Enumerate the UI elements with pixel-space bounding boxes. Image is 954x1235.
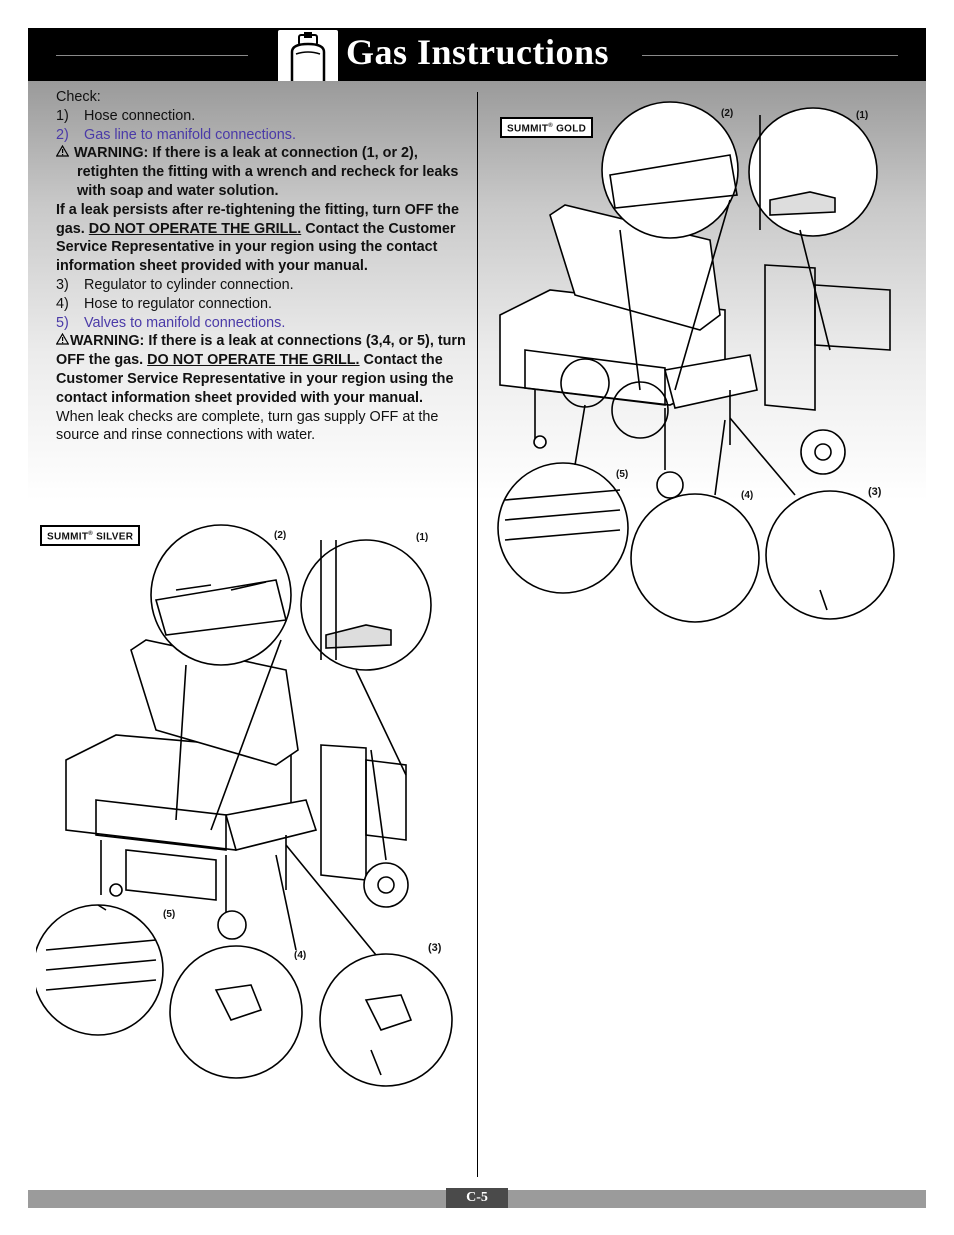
- contact-representative-text: Contact the Customer Service Representat…: [56, 352, 454, 406]
- callout-3: (3): [428, 942, 442, 954]
- warning-1-first-line: WARNING: If there is a leak at connectio…: [74, 145, 418, 162]
- steps-list-a: 1) Hose connection. 2) Gas line to manif…: [56, 107, 471, 145]
- leak-persists-text: If a leak persists after re-tightening t…: [56, 201, 459, 237]
- callout-5: (5): [163, 909, 176, 920]
- warning-2-text: WARNING: If there is a leak at connectio…: [56, 333, 466, 369]
- column-divider: [477, 92, 478, 1177]
- contact-representative-text: Contact the Customer Service Representat…: [56, 220, 456, 275]
- step-text: Hose to regulator connection.: [84, 295, 272, 312]
- header-rule-left: [56, 55, 248, 56]
- page-number: C-5: [446, 1188, 508, 1208]
- step-item-5: 5) Valves to manifold connections.: [56, 314, 471, 333]
- callout-2: (2): [274, 530, 287, 541]
- callout-2: (2): [721, 108, 734, 119]
- warning-1: WARNING: If there is a leak at connectio…: [55, 144, 471, 163]
- step-item-3: 3) Regulator to cylinder connection.: [56, 276, 471, 295]
- step-number: 2): [56, 126, 69, 143]
- step-text: Regulator to cylinder connection.: [84, 276, 294, 293]
- closing-note: When leak checks are complete, turn gas …: [56, 408, 439, 444]
- step-number: 3): [56, 276, 69, 293]
- step-item-2: 2) Gas line to manifold connections.: [56, 126, 471, 145]
- step-number: 1): [56, 107, 69, 124]
- callout-4: (4): [741, 490, 754, 501]
- page-title: Gas Instructions: [346, 32, 610, 72]
- badge-model: SILVER: [96, 531, 134, 543]
- step-item-1: 1) Hose connection.: [56, 107, 471, 126]
- header-rule-right: [642, 55, 898, 56]
- warning-2: WARNING: If there is a leak at connectio…: [55, 332, 471, 407]
- callout-5: (5): [616, 469, 629, 480]
- do-not-operate-text: DO NOT OPERATE THE GRILL.: [147, 352, 360, 369]
- step-text: Hose connection.: [84, 107, 196, 124]
- header-bar: Gas Instructions: [28, 28, 926, 81]
- step-number: 4): [56, 295, 69, 312]
- leak-persists-note: If a leak persists after re-tightening t…: [56, 201, 471, 276]
- warning-1-rest: retighten the fitting with a wrench and …: [77, 164, 459, 199]
- instructions-text: Check: 1) Hose connection. 2) Gas line t…: [55, 88, 471, 445]
- step-item-4: 4) Hose to regulator connection.: [56, 295, 471, 314]
- step-number: 5): [56, 314, 69, 331]
- do-not-operate-text: DO NOT OPERATE THE GRILL.: [88, 220, 302, 237]
- summit-silver-illustration: [36, 524, 453, 1087]
- check-label: Check:: [56, 89, 101, 105]
- summit-gold-badge: SUMMIT® GOLD: [500, 117, 594, 139]
- callout-3: (3): [868, 486, 882, 498]
- steps-list-b: 3) Regulator to cylinder connection. 4) …: [56, 276, 471, 332]
- step-text: Valves to manifold connections.: [84, 314, 286, 331]
- warning-triangle-icon: [55, 332, 70, 351]
- summit-gold-illustration: [497, 101, 895, 623]
- callout-1: (1): [416, 532, 429, 543]
- callout-4: (4): [294, 950, 307, 961]
- badge-brand: SUMMIT: [507, 123, 549, 135]
- badge-model: GOLD: [556, 123, 587, 135]
- warning-triangle-icon: [55, 144, 70, 163]
- badge-reg: ®: [548, 123, 553, 129]
- step-text: Gas line to manifold connections.: [84, 126, 296, 143]
- summit-silver-badge: SUMMIT® SILVER: [40, 525, 141, 547]
- callout-1: (1): [856, 110, 869, 121]
- badge-brand: SUMMIT: [47, 531, 89, 543]
- badge-reg: ®: [88, 531, 93, 537]
